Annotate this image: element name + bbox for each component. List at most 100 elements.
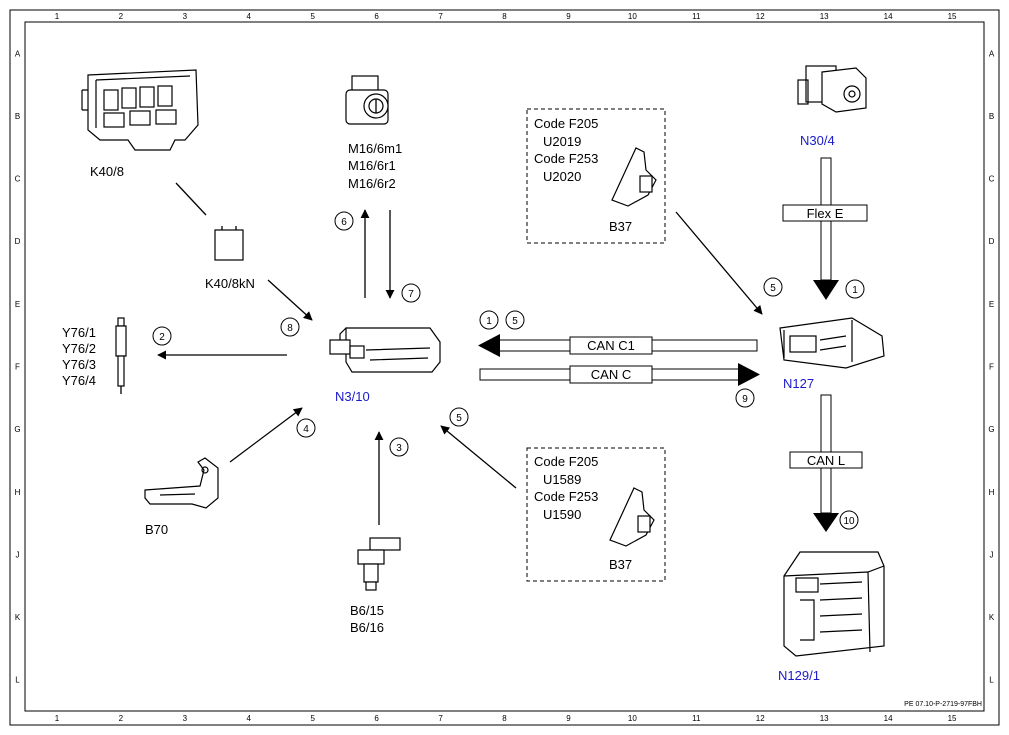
- b70-sensor-icon: [144, 457, 219, 509]
- drawing-frame: [9, 9, 1000, 726]
- callout-8: 8: [280, 317, 300, 337]
- grid-col-label: 9: [566, 12, 571, 21]
- grid-col-label: 12: [756, 714, 765, 723]
- b37-top-code-box: [526, 108, 666, 244]
- flex-e-bus: Flex E: [782, 157, 868, 300]
- y76-labels: Y76/1 Y76/2 Y76/3 Y76/4: [62, 325, 96, 388]
- svg-text:B6/16: B6/16: [350, 620, 384, 635]
- grid-col-label: 2: [119, 714, 124, 723]
- callout-1-mid: 1: [479, 310, 499, 330]
- svg-text:1: 1: [486, 316, 492, 327]
- grid-row-label: J: [990, 550, 994, 559]
- callout-3: 3: [389, 437, 409, 457]
- grid-col-label: 3: [183, 714, 188, 723]
- svg-text:7: 7: [408, 289, 414, 300]
- svg-text:M16/6r2: M16/6r2: [348, 176, 396, 191]
- grid-col-label: 4: [247, 12, 252, 21]
- callout-9: 9: [735, 388, 755, 408]
- can-c1-label: CAN C1: [587, 338, 635, 353]
- n127-label: N127: [783, 376, 814, 391]
- svg-text:2: 2: [159, 332, 165, 343]
- svg-text:Y76/1: Y76/1: [62, 325, 96, 340]
- b6-labels: B6/15 B6/16: [350, 603, 384, 635]
- svg-text:5: 5: [770, 283, 776, 294]
- svg-text:9: 9: [742, 394, 748, 405]
- grid-row-label: F: [989, 363, 994, 372]
- k40-8-label: K40/8: [90, 164, 124, 179]
- footer-document-code: PE 07.10-P-2719-97FBH: [904, 701, 982, 708]
- k40-8kn-label: K40/8kN: [205, 276, 255, 291]
- svg-text:U1589: U1589: [543, 472, 581, 487]
- grid-col-label: 4: [247, 714, 252, 723]
- grid-row-label: L: [989, 676, 994, 685]
- can-c-label: CAN C: [591, 367, 631, 382]
- grid-col-label: 11: [692, 12, 701, 21]
- svg-text:Code F205: Code F205: [534, 116, 598, 131]
- svg-text:M16/6m1: M16/6m1: [348, 141, 402, 156]
- grid-row-label: C: [15, 175, 21, 184]
- b37-bottom-code-box: [526, 447, 666, 582]
- b37-top-code-text: Code F205 U2019 Code F253 U2020: [534, 116, 598, 184]
- grid-row-label: F: [15, 363, 20, 372]
- svg-text:1: 1: [852, 285, 858, 296]
- svg-text:5: 5: [456, 413, 462, 424]
- arrow-relay-to-ecu: [267, 279, 313, 321]
- n129-1-module-icon: [783, 551, 885, 657]
- b37-bottom-label: B37: [609, 557, 632, 572]
- grid-col-label: 10: [628, 714, 637, 723]
- can-c1-bus: CAN C1: [478, 334, 758, 357]
- grid-row-label: K: [989, 613, 995, 622]
- k40-8-connection-line: [175, 182, 207, 216]
- svg-text:U1590: U1590: [543, 507, 581, 522]
- grid-row-label: B: [989, 112, 994, 121]
- grid-col-label: 2: [119, 12, 124, 21]
- callout-1-right: 1: [845, 279, 865, 299]
- callout-5-mid: 5: [505, 310, 525, 330]
- n129-1-label: N129/1: [778, 668, 820, 683]
- grid-row-label: C: [989, 175, 995, 184]
- k40-8-module-icon: [81, 69, 199, 151]
- grid-col-label: 14: [884, 714, 893, 723]
- svg-text:Code F253: Code F253: [534, 489, 598, 504]
- callout-6: 6: [334, 211, 354, 231]
- n30-4-esp-icon: [797, 65, 867, 113]
- svg-text:Y76/4: Y76/4: [62, 373, 96, 388]
- svg-text:6: 6: [341, 217, 347, 228]
- grid-col-label: 6: [374, 714, 379, 723]
- b37-bottom-pedal-icon: [609, 487, 655, 547]
- grid-col-label: 3: [183, 12, 188, 21]
- grid-col-label: 10: [628, 12, 637, 21]
- grid-col-label: 7: [438, 714, 443, 723]
- grid-col-label: 5: [310, 714, 315, 723]
- grid-col-label: 15: [948, 12, 957, 21]
- grid-col-label: 6: [374, 12, 379, 21]
- throttle-valve-icon: [345, 75, 389, 125]
- n3-10-ecu-icon: [329, 327, 441, 373]
- svg-text:5: 5: [512, 316, 518, 327]
- svg-text:10: 10: [843, 516, 855, 527]
- n127-module-icon: [779, 317, 885, 369]
- k40-8kn-relay-icon: [214, 226, 244, 261]
- arrow-b37-top-to-n127: [675, 211, 763, 315]
- grid-col-label: 1: [55, 12, 60, 21]
- can-c-bus: CAN C: [479, 363, 760, 386]
- grid-row-label: B: [15, 112, 20, 121]
- svg-text:U2020: U2020: [543, 169, 581, 184]
- injector-icon: [115, 317, 127, 394]
- grid-row-label: D: [15, 237, 21, 246]
- grid-row-label: L: [15, 676, 20, 685]
- grid-col-label: 1: [55, 714, 60, 723]
- grid-col-label: 7: [438, 12, 443, 21]
- grid-row-label: J: [16, 550, 20, 559]
- can-l-bus: CAN L: [789, 394, 863, 532]
- n3-10-label: N3/10: [335, 389, 370, 404]
- grid-row-label: A: [989, 49, 995, 58]
- grid-row-label: H: [15, 488, 21, 497]
- grid-row-label: E: [15, 300, 20, 309]
- svg-text:Code F253: Code F253: [534, 151, 598, 166]
- grid-col-label: 12: [756, 12, 765, 21]
- grid-col-label: 9: [566, 714, 571, 723]
